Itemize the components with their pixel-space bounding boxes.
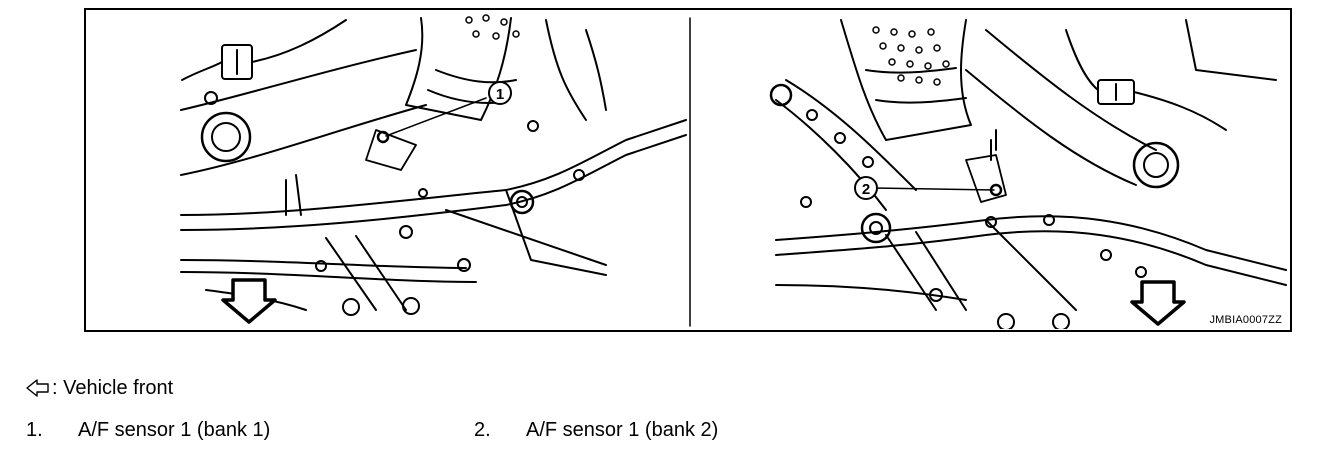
callout-1-number: 1 (496, 86, 504, 103)
front-arrow-icon (221, 278, 277, 324)
front-arrow-icon (1130, 280, 1186, 326)
callout-2: 2 (854, 176, 878, 200)
outline-arrow-left-icon (26, 379, 49, 397)
callout-2-number: 2 (862, 181, 870, 198)
legend-item-number: 1. (26, 419, 43, 441)
callout-1-leader (385, 97, 487, 137)
callout-1: 1 (488, 81, 512, 105)
underbody-illustration: 1 (180, 14, 1287, 329)
legend-item-number: 2. (474, 419, 491, 441)
figure-code: JMBIA0007ZZ (1209, 314, 1282, 326)
heat-shield-dots-right (872, 26, 950, 86)
legend-item-label: A/F sensor 1 (bank 2) (526, 419, 719, 441)
vehicle-front-legend: : Vehicle front (26, 374, 173, 402)
left-view-bank-1 (180, 14, 687, 316)
vehicle-front-label: : Vehicle front (52, 376, 174, 399)
illustration-frame: 1 (84, 8, 1292, 332)
right-view-bank-2 (769, 19, 1287, 329)
legend-item-label: A/F sensor 1 (bank 1) (78, 419, 271, 441)
heat-shield-dots (465, 14, 520, 40)
callout-2-leader (870, 187, 995, 191)
